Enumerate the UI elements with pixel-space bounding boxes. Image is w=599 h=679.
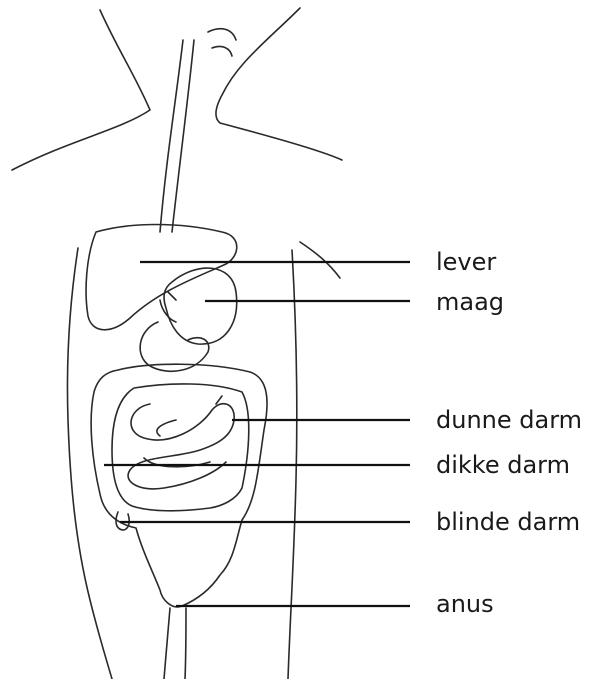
label-dikke-darm: dikke darm	[436, 451, 570, 479]
leader-lines	[104, 262, 410, 606]
label-blinde-darm: blinde darm	[436, 508, 580, 536]
label-maag: maag	[436, 288, 504, 316]
body-outline	[12, 8, 342, 679]
label-lever: lever	[436, 248, 496, 276]
labels: lever maag dunne darm dikke darm blinde …	[436, 248, 582, 618]
leg-left	[164, 608, 170, 679]
throat-fold	[208, 29, 236, 56]
neck-right	[216, 8, 342, 160]
liver-shape	[86, 225, 237, 330]
label-dunne-darm: dunne darm	[436, 406, 582, 434]
neck-left	[12, 10, 150, 170]
leg-right	[185, 608, 186, 679]
label-anus: anus	[436, 590, 494, 618]
stomach-shape	[164, 268, 237, 344]
colon-inner-edge	[112, 384, 249, 511]
arm-right	[300, 242, 340, 278]
esophagus	[160, 40, 194, 232]
small-intestine-coils	[128, 396, 234, 489]
stomach-fold	[160, 292, 176, 322]
torso-left	[67, 248, 112, 679]
